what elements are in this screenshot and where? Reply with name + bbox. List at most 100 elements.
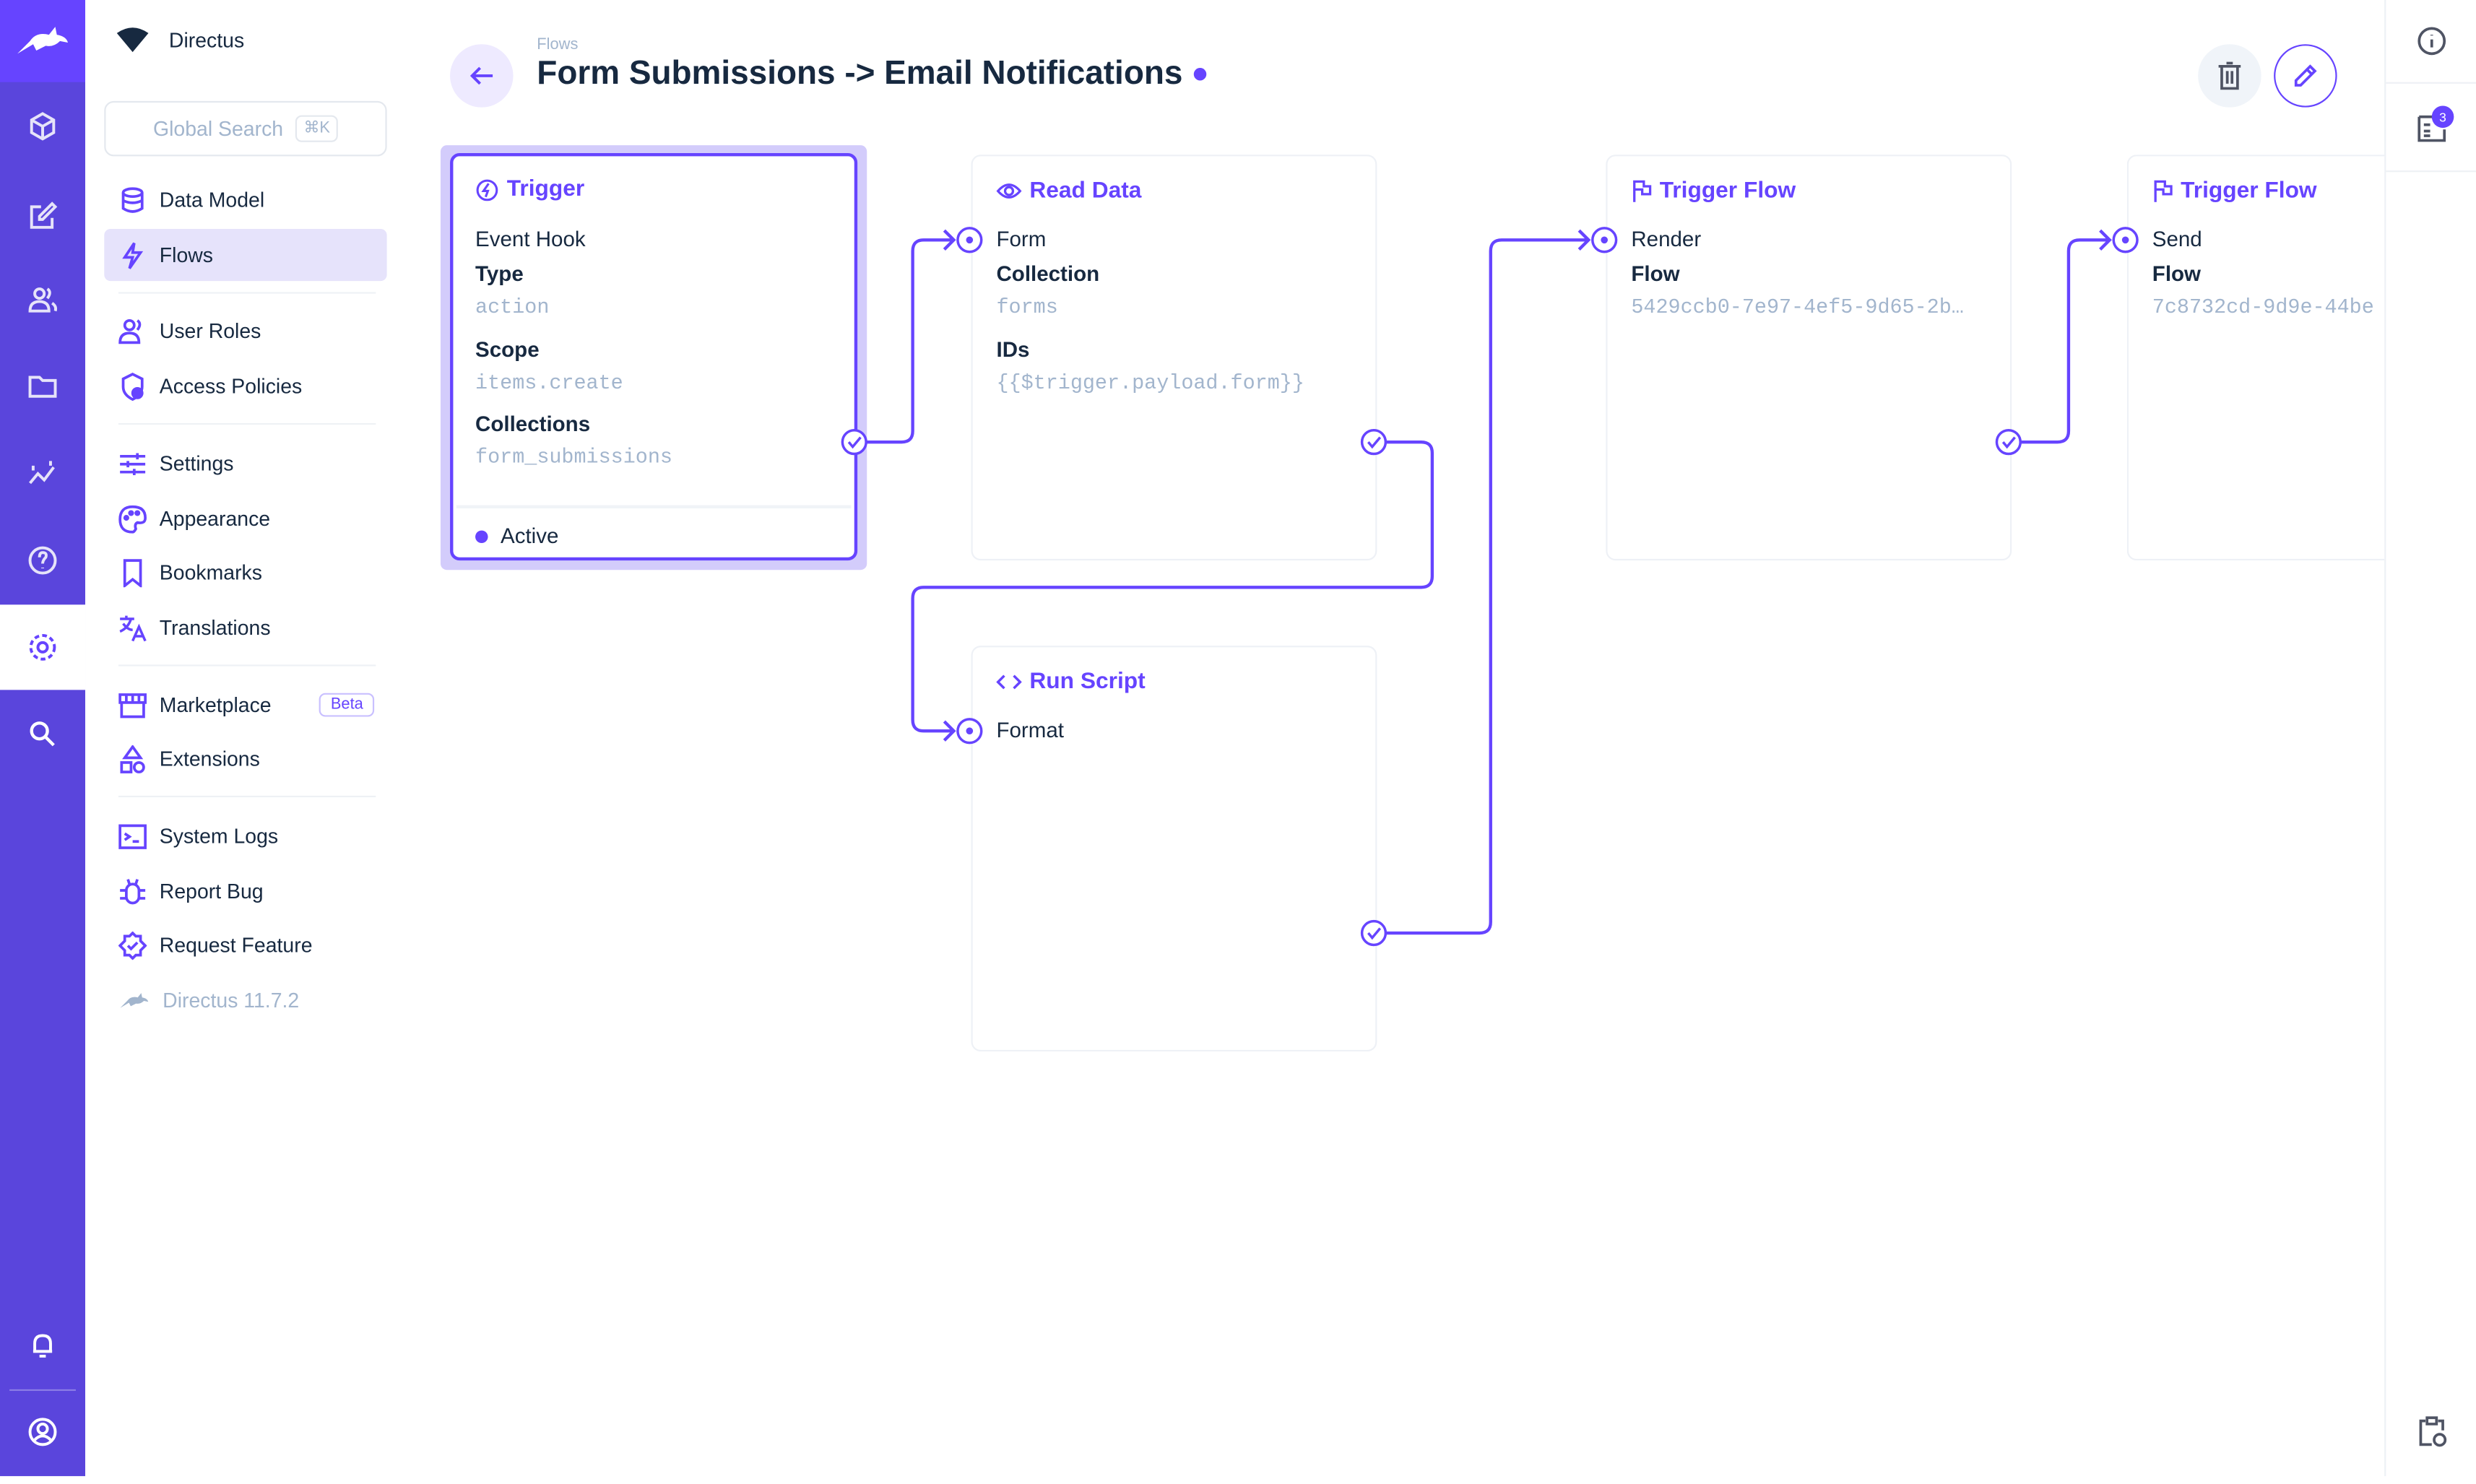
divider (2386, 82, 2476, 84)
edit-button[interactable] (2274, 44, 2337, 108)
connection-script-tf1 (1373, 229, 1591, 935)
trigger-card[interactable]: Trigger Event Hook Type action Scope ite… (450, 153, 858, 561)
clipboard-clock-icon (2418, 1416, 2446, 1447)
nav-item-appearance[interactable]: Appearance (104, 493, 386, 544)
content-icon[interactable] (0, 84, 85, 169)
card-title: Read Data (1029, 178, 1142, 204)
breadcrumb[interactable]: Flows (537, 36, 579, 54)
project-header[interactable]: Directus (116, 27, 244, 53)
nav-label: Marketplace (159, 693, 272, 717)
input-handle-tf1[interactable] (1591, 227, 1618, 253)
arrow-left-icon (469, 66, 493, 85)
bolt-icon (122, 241, 144, 269)
nav-item-bookmarks[interactable]: Bookmarks (104, 546, 386, 598)
nav-label: User Roles (159, 318, 261, 343)
global-search-input[interactable]: Global Search ⌘K (104, 100, 387, 157)
nav-item-request-feature[interactable]: Request Feature (104, 919, 386, 971)
help-icon[interactable] (0, 518, 85, 603)
nav-divider (118, 422, 376, 425)
nav-item-translations[interactable]: Translations (104, 602, 386, 654)
files-icon[interactable] (0, 344, 85, 430)
page-title: Form Submissions -> Email Notifications (537, 55, 1183, 92)
info-button[interactable] (2386, 0, 2476, 82)
users-icon[interactable] (0, 257, 85, 342)
nav-label: Bookmarks (159, 560, 262, 584)
directus-rabbit-icon (120, 992, 149, 1007)
nav-item-data-model[interactable]: Data Model (104, 173, 386, 225)
card-title: Run Script (1029, 669, 1146, 695)
version-label: Directus 11.7.2 (163, 988, 300, 1012)
input-handle-script[interactable] (956, 718, 983, 745)
settings-icon[interactable] (0, 604, 86, 690)
nav-item-extensions[interactable]: Extensions (104, 732, 386, 784)
card-title: Trigger Flow (1659, 178, 1796, 204)
nav-item-user-roles[interactable]: User Roles (104, 305, 386, 357)
trigger-flow-card-send[interactable]: Trigger Flow Send Flow 7c8732cd-9d9e-44b… (2126, 155, 2385, 561)
nav-label: System Logs (159, 824, 279, 848)
field-value: items.create (475, 370, 623, 395)
field-label: Scope (475, 337, 540, 362)
nav-label: Access Policies (159, 374, 303, 398)
sidebar-detail: 3 (2384, 0, 2476, 1477)
terminal-icon (118, 823, 147, 849)
user-avatar-icon[interactable] (0, 1389, 85, 1475)
input-handle-tf2[interactable] (2112, 227, 2139, 253)
operation-key: Format (996, 718, 1064, 742)
divider (456, 505, 852, 508)
users-icon (118, 318, 142, 344)
nav-item-report-bug[interactable]: Report Bug (104, 865, 386, 917)
card-title: Trigger Flow (2181, 178, 2317, 204)
nav-label: Settings (159, 451, 234, 476)
field-value: 5429ccb0-7e97-4ef5-9d65-2b… (1631, 295, 1964, 319)
nav-item-system-logs[interactable]: System Logs (104, 810, 386, 862)
nav-item-settings[interactable]: Settings (104, 438, 386, 490)
verified-icon (118, 930, 147, 960)
palette-icon (118, 504, 147, 533)
delete-button[interactable] (2198, 44, 2261, 108)
logs-button[interactable]: 3 (2386, 84, 2476, 170)
nav-divider (118, 795, 376, 798)
clipboard-button[interactable] (2386, 1389, 2476, 1475)
bell-icon[interactable] (0, 1303, 85, 1388)
flag-icon (2154, 180, 2173, 202)
trigger-subtitle: Event Hook (475, 227, 586, 251)
pencil-icon (2294, 64, 2317, 87)
input-handle-read[interactable] (956, 227, 983, 253)
edit-icon[interactable] (0, 173, 85, 259)
logs-count-badge: 3 (2431, 105, 2454, 129)
active-status-dot (1193, 68, 1207, 81)
nav-item-access-policies[interactable]: Access Policies (104, 360, 386, 412)
field-label: Collections (475, 412, 591, 436)
divider (2386, 170, 2476, 173)
back-button[interactable] (450, 44, 514, 108)
run-script-card[interactable]: Run Script Format (971, 646, 1377, 1052)
directus-logo[interactable] (0, 0, 86, 82)
shield-person-icon (121, 371, 144, 401)
resolve-handle-tf1[interactable] (1995, 428, 2022, 456)
read-data-card[interactable]: Read Data Form Collection forms IDs {{$t… (971, 155, 1377, 561)
flow-connections (854, 229, 2112, 935)
resolve-handle-read[interactable] (1360, 428, 1388, 456)
field-value: 7c8732cd-9d9e-44be (2152, 295, 2374, 319)
sliders-icon (120, 452, 146, 474)
project-logo-icon (116, 27, 149, 53)
trigger-flow-card-render[interactable]: Trigger Flow Render Flow 5429ccb0-7e97-4… (1606, 155, 2012, 561)
info-icon (2417, 27, 2446, 56)
store-icon (118, 692, 147, 718)
resolve-handle-trigger[interactable] (841, 428, 867, 456)
connection-read-script (911, 440, 1434, 742)
insights-icon[interactable] (0, 431, 85, 516)
shapes-icon (120, 744, 145, 773)
resolve-handle-script[interactable] (1360, 919, 1388, 947)
nav-divider (118, 292, 376, 294)
field-value: action (475, 295, 550, 319)
logs-icon (2417, 114, 2446, 142)
search-icon[interactable] (0, 692, 85, 777)
rail-divider (9, 1389, 76, 1392)
bolt-circle-icon (476, 178, 498, 201)
nav-item-flows[interactable]: Flows (104, 228, 387, 282)
module-bar (0, 0, 86, 1477)
version-info[interactable]: Directus 11.7.2 (104, 974, 386, 1026)
bookmark-icon (123, 558, 142, 587)
